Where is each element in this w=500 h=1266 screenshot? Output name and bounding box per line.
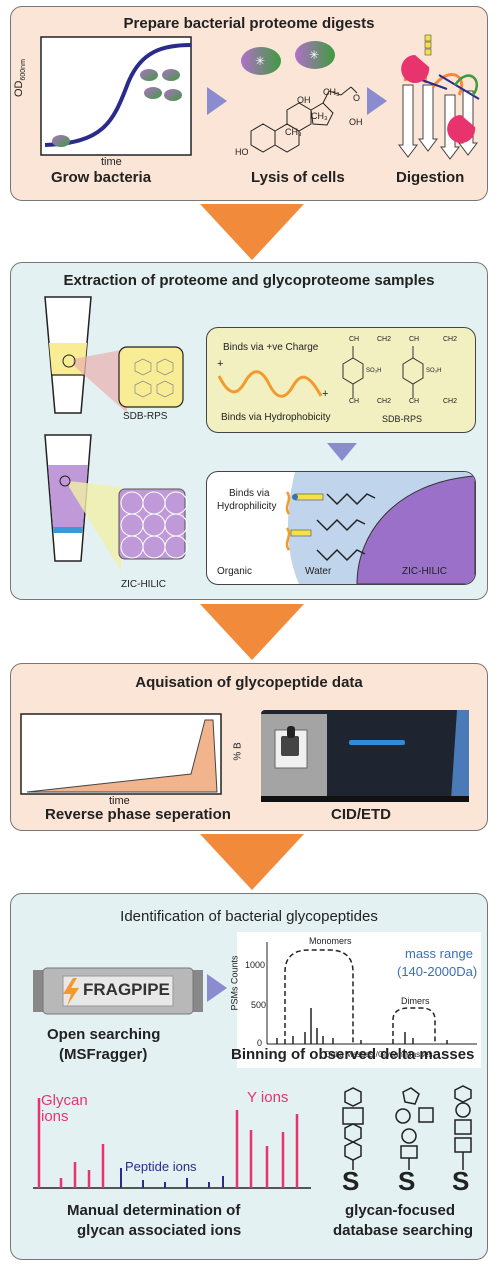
panel-extraction: Extraction of proteome and glycoproteome… — [10, 262, 488, 600]
dimers-label: Dimers — [401, 996, 430, 1006]
peptide-ions-label: Peptide ions — [125, 1159, 197, 1174]
mass-spectrometer-icon — [261, 710, 469, 802]
sdb-tip-diagram — [44, 296, 184, 414]
grow-bacteria-label: Grow bacteria — [51, 169, 152, 186]
zic-hilic-label: ZIC-HILIC — [121, 579, 166, 590]
svg-text:✳: ✳ — [309, 48, 319, 62]
annotated-spectrum — [33, 1098, 311, 1189]
od-axis-label: OD600nm — [13, 59, 28, 97]
monomers-label: Monomers — [309, 936, 352, 946]
sdb-polymer-structure — [342, 346, 424, 398]
ch2-label: CH2 — [443, 336, 458, 343]
mass-range-label-1: mass range — [405, 946, 473, 961]
panel-identification: Identification of bacterial glycopeptide… — [10, 893, 488, 1260]
time-axis-label: time — [101, 156, 122, 168]
flow-arrow-icon — [200, 834, 304, 890]
flow-arrow-icon — [200, 604, 304, 660]
tick-500: 500 — [251, 1000, 267, 1010]
delta-mass-histogram: Monomers Dimers mass range (140-2000Da) … — [230, 932, 481, 1068]
binning-label: Binning of observed delta masses — [231, 1046, 475, 1063]
zic-tip-diagram — [44, 434, 188, 571]
ch2-label: CH2 — [443, 398, 458, 405]
manual-label-2: glycan associated ions — [77, 1222, 242, 1239]
lysis-molecule-diagram: ✳ ✳ — [241, 41, 358, 153]
plus-sign: + — [217, 358, 224, 370]
step-triangle-icon — [207, 974, 227, 1002]
manual-label-1: Manual determination of — [67, 1202, 241, 1219]
step-triangle-icon — [367, 87, 387, 115]
ch3-label-a: CH₃ — [323, 87, 340, 97]
ch-label: CH — [409, 336, 420, 343]
percent-b-label: % B — [232, 742, 244, 761]
histogram-svg — [266, 942, 477, 1045]
panel-acquisition: Aquisation of glycopeptide data % B time… — [10, 663, 488, 831]
charge-text: Binds via +ve Charge — [223, 342, 319, 353]
panel-title: Prepare bacterial proteome digests — [123, 15, 375, 32]
so3h-label: SO₃H — [366, 368, 382, 374]
ch2-label: CH2 — [377, 398, 392, 405]
down-triangle-icon — [327, 443, 357, 461]
hydrophobic-text: Binds via Hydrophobicity — [221, 412, 331, 423]
ch3-label-b: CH₃ — [285, 127, 302, 137]
ch-label: CH — [349, 336, 360, 343]
oh2-label: OH — [349, 117, 363, 127]
sdb-rps-resin-label: SDB-RPS — [382, 414, 423, 424]
delta-mass-axis-label: Delta Masses /Glycan Masses — [325, 1050, 433, 1059]
hydrophilicity-text-1: Binds via — [229, 488, 270, 499]
db-search-label-1: glycan-focused — [345, 1202, 456, 1219]
step-triangle-icon — [207, 87, 227, 115]
gradient-plot — [20, 713, 222, 795]
fragpipe-logo — [33, 967, 203, 1015]
mass-range-label-2: (140-2000Da) — [397, 964, 478, 979]
zic-hilic-resin-label: ZIC-HILIC — [402, 566, 447, 577]
glycan-structures-icon — [342, 1085, 472, 1170]
ch-label: CH — [409, 398, 420, 405]
oh-label: OH — [297, 95, 311, 105]
db-search-label-2: database searching — [333, 1222, 474, 1239]
ch3-label-c: CH₃ — [311, 111, 328, 121]
time-label: time — [109, 795, 130, 807]
serine-label-2: S — [398, 1166, 416, 1196]
digestion-label: Digestion — [396, 169, 465, 186]
sdb-binding-box: Binds via +ve Charge + + Binds via Hydro… — [206, 327, 476, 433]
growth-curve-plot — [40, 36, 192, 156]
reverse-phase-label: Reverse phase seperation — [45, 806, 231, 823]
organic-label: Organic — [217, 566, 253, 577]
psm-axis-label: PSMs Counts — [229, 955, 240, 1011]
o-label: O — [353, 93, 361, 103]
fragpipe-text: FRAGPIPE — [83, 980, 170, 999]
y-ions-label: Y ions — [247, 1089, 289, 1106]
serine-label-1: S — [342, 1166, 360, 1196]
cid-etd-label: CID/ETD — [331, 806, 391, 823]
ho-label: HO — [235, 147, 249, 157]
lysis-label: Lysis of cells — [251, 169, 345, 186]
panel-prepare-digests: Prepare bacterial proteome digests OD600… — [10, 6, 488, 201]
hydrophilicity-text-2: Hydrophilicity — [217, 501, 277, 512]
panel-title: Extraction of proteome and glycoproteome… — [63, 272, 435, 289]
tick-0: 0 — [257, 1038, 263, 1048]
sdb-rps-label: SDB-RPS — [123, 411, 168, 422]
hilic-layers-diagram — [285, 472, 475, 584]
glycan-ions-label-2: ions — [41, 1108, 69, 1125]
open-search-label-1: Open searching — [47, 1026, 161, 1043]
tick-1000: 1000 — [245, 960, 266, 970]
panel-title: Identification of bacterial glycopeptide… — [120, 908, 378, 925]
flow-arrow-icon — [200, 204, 304, 260]
protein-digestion-diagram — [398, 34, 480, 160]
open-search-label-2: (MSFragger) — [59, 1046, 148, 1063]
ch2-label: CH2 — [377, 336, 392, 343]
zic-binding-box: Binds via Hydrophilicity Organic Water Z… — [206, 471, 476, 585]
plus-sign: + — [322, 388, 329, 400]
water-label: Water — [305, 566, 332, 577]
serine-label-3: S — [452, 1166, 470, 1196]
so3h-label: SO₃H — [426, 368, 442, 374]
ch-label: CH — [349, 398, 360, 405]
peptide-wave-icon — [217, 370, 323, 398]
panel-title: Aquisation of glycopeptide data — [135, 674, 363, 691]
svg-text:✳: ✳ — [255, 54, 265, 68]
glycan-ions-label-1: Glycan — [41, 1092, 88, 1109]
